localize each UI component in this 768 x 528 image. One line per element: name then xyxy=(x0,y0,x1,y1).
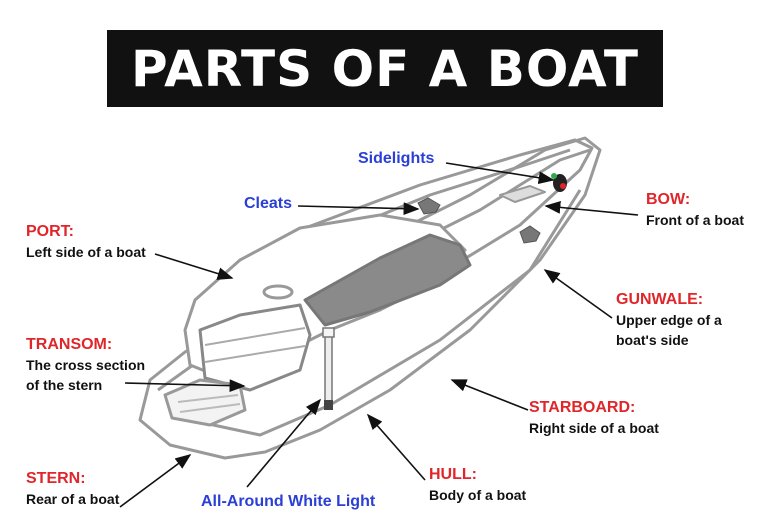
transom-term: TRANSOM: xyxy=(26,336,113,353)
hull-desc: Body of a boat xyxy=(429,487,527,503)
stern-term: STERN: xyxy=(26,470,86,487)
cleats-term: Cleats xyxy=(244,195,293,212)
stern-label: STERN: Rear of a boat xyxy=(26,469,119,509)
bow-desc: Front of a boat xyxy=(646,212,744,228)
hull-label: HULL: Body of a boat xyxy=(429,465,526,505)
starboard-term: STARBOARD: xyxy=(529,399,636,416)
arrow-light xyxy=(246,398,322,488)
title-banner: PARTS OF A BOAT xyxy=(107,30,663,107)
sidelights-term: Sidelights xyxy=(358,150,435,167)
cleat-icon xyxy=(417,197,541,244)
port-label: PORT: Left side of a boat xyxy=(26,222,146,262)
cleats-label: Cleats xyxy=(244,194,292,214)
gunwale-label: GUNWALE: Upper edge of a boat's side xyxy=(616,290,722,350)
transom-label: TRANSOM: The cross section of the stern xyxy=(26,335,145,395)
transom-desc-1: The cross section xyxy=(26,357,146,373)
page-title: PARTS OF A BOAT xyxy=(131,39,639,98)
bow-term: BOW: xyxy=(646,191,691,208)
boat-illustration xyxy=(138,136,602,460)
arrow-gunwale xyxy=(543,269,613,319)
all-around-light-term: All-Around White Light xyxy=(201,493,376,510)
arrow-sidelights xyxy=(445,162,555,185)
arrow-cleats xyxy=(297,202,420,216)
hull-term: HULL: xyxy=(429,466,477,483)
arrow-stern xyxy=(119,454,192,508)
arrow-starboard xyxy=(450,379,529,411)
all-around-light-label: All-Around White Light xyxy=(201,492,375,512)
port-term: PORT: xyxy=(26,223,74,240)
bow-label: BOW: Front of a boat xyxy=(646,190,744,230)
arrow-bow xyxy=(544,201,639,216)
starboard-label: STARBOARD: Right side of a boat xyxy=(529,398,659,438)
gunwale-desc-1: Upper edge of a xyxy=(616,312,722,328)
starboard-desc: Right side of a boat xyxy=(529,420,659,436)
arrow-port xyxy=(154,253,234,280)
transom-desc-2: of the stern xyxy=(26,377,103,393)
gunwale-term: GUNWALE: xyxy=(616,291,704,308)
sidelights-label: Sidelights xyxy=(358,149,434,169)
stern-desc: Rear of a boat xyxy=(26,491,120,507)
port-desc: Left side of a boat xyxy=(26,244,146,260)
arrow-hull xyxy=(366,413,426,481)
all-around-light-pole-icon xyxy=(322,327,335,410)
gunwale-desc-2: boat's side xyxy=(616,332,689,348)
arrow-transom xyxy=(124,379,246,393)
